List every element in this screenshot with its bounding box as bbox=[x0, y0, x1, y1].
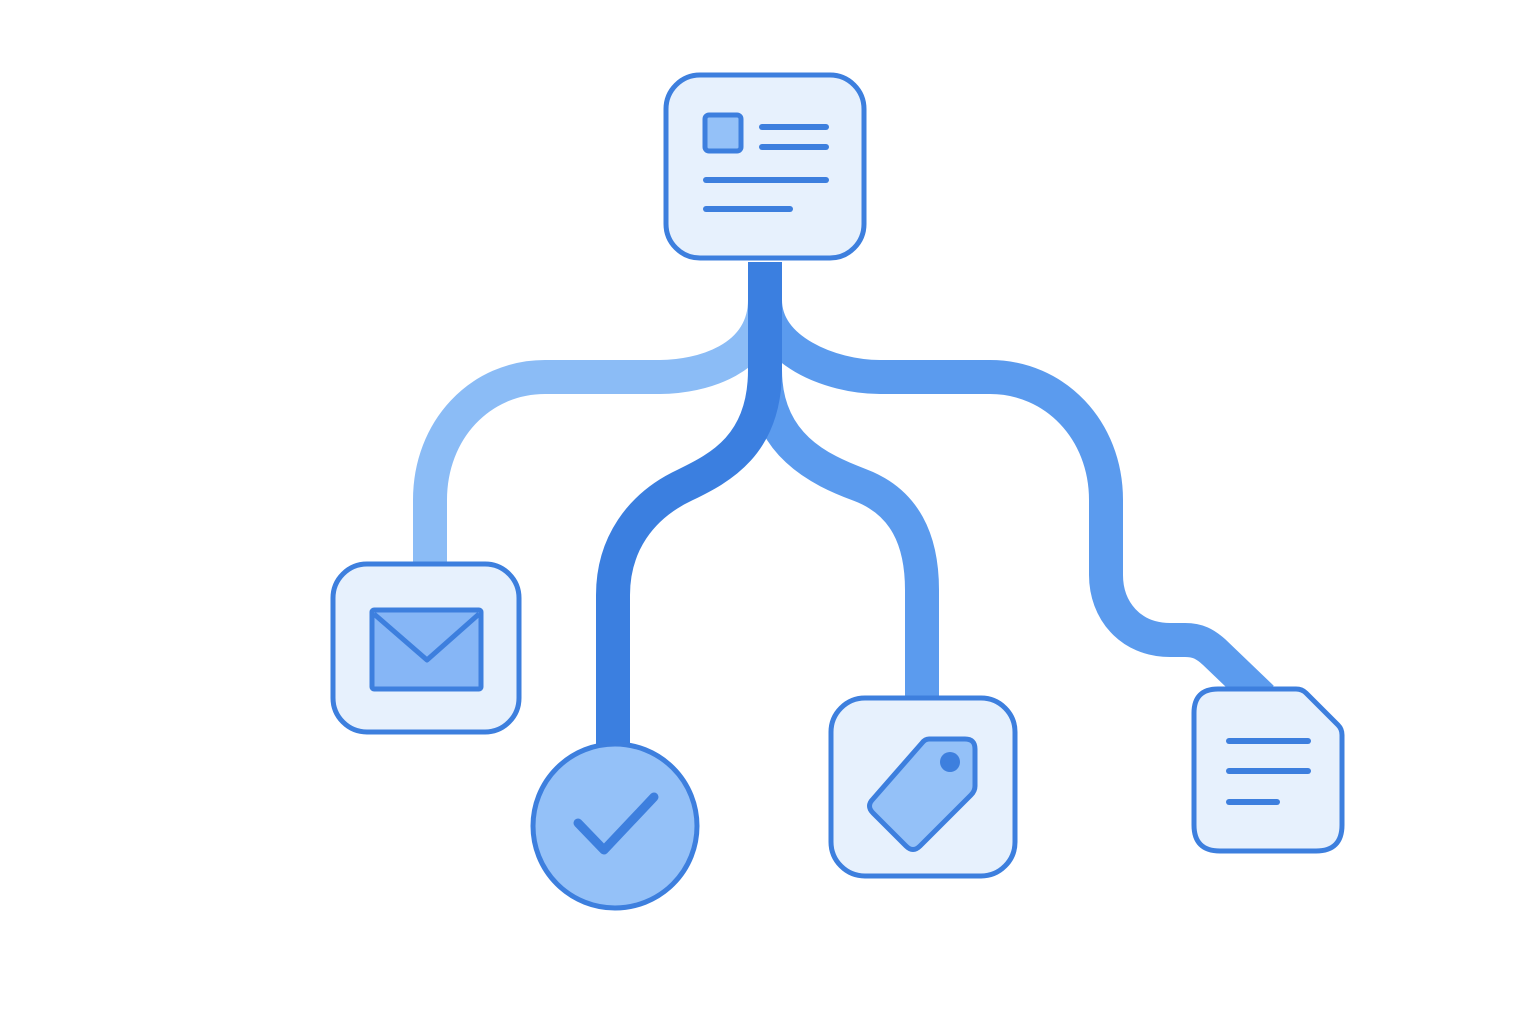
checkmark-node bbox=[530, 741, 700, 911]
profile-card-icon bbox=[702, 112, 829, 212]
mail-icon bbox=[369, 607, 484, 692]
connector-to-checkmark bbox=[596, 262, 782, 748]
connectors bbox=[413, 262, 1274, 748]
tag-icon bbox=[867, 736, 978, 852]
mail-node bbox=[330, 561, 522, 735]
document-icon bbox=[1226, 738, 1311, 805]
tag-node bbox=[828, 695, 1018, 879]
connector-to-mail bbox=[413, 262, 782, 566]
document-node bbox=[1191, 686, 1345, 854]
root-node bbox=[663, 72, 867, 261]
checkmark-icon bbox=[573, 792, 659, 855]
connector-to-document bbox=[748, 262, 1274, 711]
